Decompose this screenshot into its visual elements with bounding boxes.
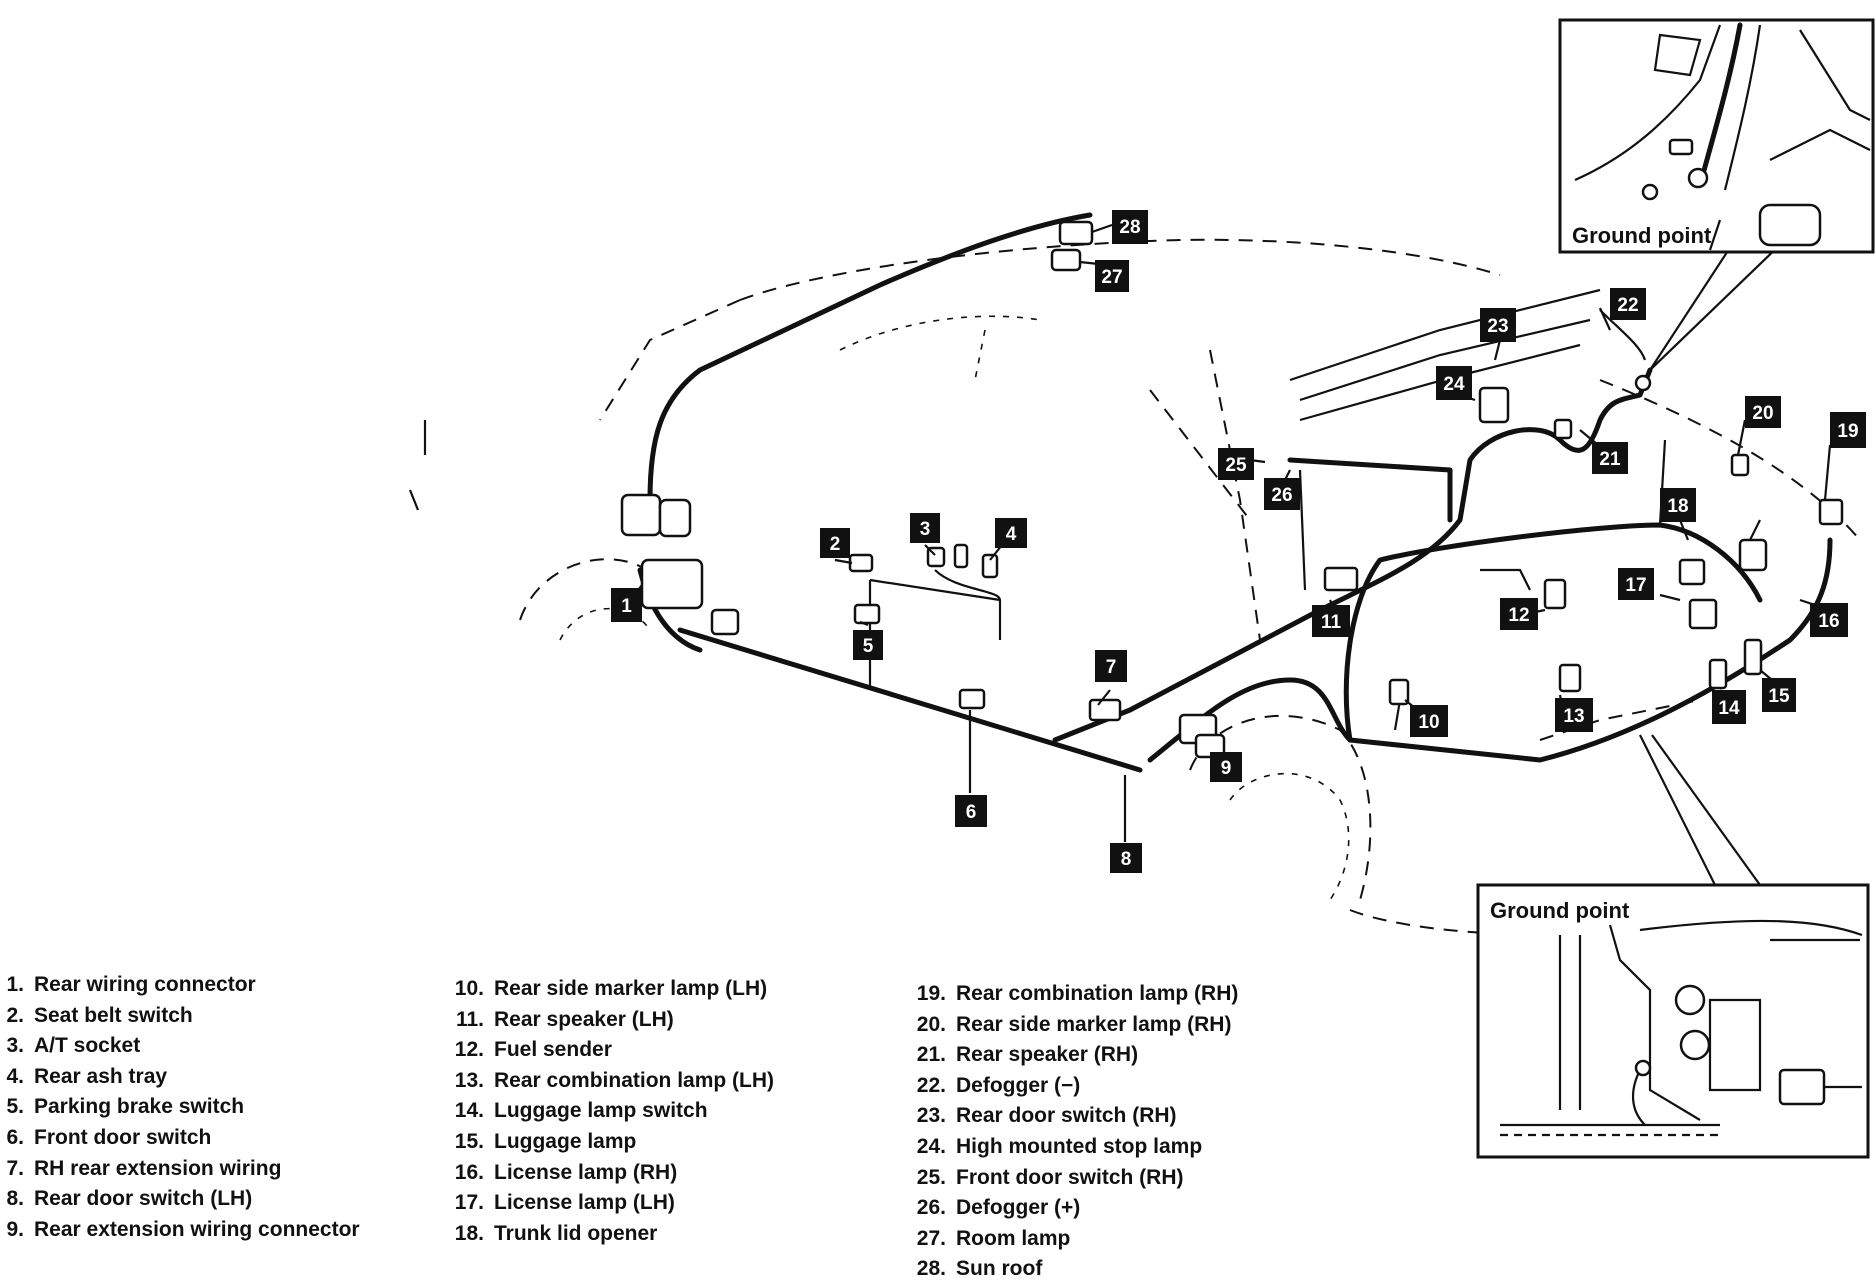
svg-text:23: 23 (1487, 316, 1508, 337)
callout-5: 5 (853, 630, 883, 660)
callout-23: 23 (1480, 308, 1516, 342)
callout-21: 21 (1592, 442, 1628, 474)
svg-text:7: 7 (1106, 657, 1117, 678)
legend-item: 9.Rear extension wiring connector (6, 1217, 360, 1241)
callout-2: 2 (820, 528, 850, 558)
callout-25: 25 (1218, 448, 1254, 480)
svg-text:28: 28 (1119, 217, 1140, 238)
callout-13: 13 (1555, 698, 1593, 732)
legend-item: 1.Rear wiring connector (6, 973, 256, 996)
callout-17: 17 (1618, 568, 1654, 600)
legend-item: 5.Parking brake switch (6, 1095, 245, 1119)
svg-text:16: 16 (1818, 611, 1839, 632)
legend-item: 8.Rear door switch (LH) (6, 1187, 253, 1211)
legend-item: 28.Sun roof (916, 1257, 1043, 1281)
legend-item: 22.Defogger (−) (916, 1073, 1081, 1097)
ground-point-label-top: Ground point (1572, 223, 1712, 248)
legend-item: 25.Front door switch (RH) (916, 1165, 1184, 1189)
legend-item: 10.Rear side marker lamp (LH) (454, 977, 768, 1000)
callout-19: 19 (1830, 412, 1866, 448)
svg-text:3: 3 (920, 519, 931, 540)
callout-1: 1 (611, 588, 642, 622)
callout-26: 26 (1264, 478, 1300, 510)
svg-text:22: 22 (1617, 295, 1638, 316)
legend-item: 11.Rear speaker (LH) (455, 1007, 674, 1031)
callout-4: 4 (995, 518, 1027, 548)
connectors (620, 220, 1844, 759)
callout-22: 22 (1610, 288, 1646, 320)
svg-text:8: 8 (1121, 849, 1132, 870)
callout-14: 14 (1712, 690, 1746, 724)
svg-text:24: 24 (1443, 374, 1465, 395)
svg-text:5: 5 (863, 636, 874, 657)
legend-column-1: 1.Rear wiring connector 2.Seat belt swit… (0, 970, 360, 1245)
callout-10: 10 (1410, 705, 1448, 737)
svg-text:19: 19 (1837, 421, 1858, 442)
callout-16: 16 (1810, 603, 1848, 637)
legend-item: 17.License lamp (LH) (454, 1191, 675, 1215)
svg-text:17: 17 (1625, 575, 1646, 596)
legend-item: 20.Rear side marker lamp (RH) (916, 1012, 1232, 1036)
callout-20: 20 (1745, 396, 1781, 428)
svg-text:11: 11 (1321, 612, 1342, 633)
legend-item: 7.RH rear extension wiring (6, 1156, 282, 1180)
ground-point-label-bottom: Ground point (1490, 898, 1630, 923)
svg-text:26: 26 (1271, 485, 1292, 506)
svg-text:18: 18 (1667, 496, 1688, 517)
svg-text:14: 14 (1718, 698, 1740, 719)
callout-24: 24 (1436, 366, 1472, 400)
svg-text:2: 2 (830, 534, 841, 555)
callout-6: 6 (955, 795, 987, 827)
callout-27: 27 (1095, 260, 1129, 292)
callout-9: 9 (1210, 752, 1242, 782)
legend-item: 2.Seat belt switch (6, 1003, 193, 1027)
legend-item: 21.Rear speaker (RH) (916, 1043, 1139, 1067)
ground-point-inset-bottom: Ground point (1476, 883, 1870, 1159)
callout-18: 18 (1660, 488, 1696, 522)
svg-text:12: 12 (1508, 605, 1529, 626)
legend-column-2: 10.Rear side marker lamp (LH) 11.Rear sp… (452, 974, 774, 1249)
svg-text:21: 21 (1599, 449, 1621, 470)
svg-text:25: 25 (1225, 455, 1247, 476)
svg-text:20: 20 (1752, 403, 1773, 424)
legend-item: 19.Rear combination lamp (RH) (916, 982, 1239, 1005)
legend-item: 27.Room lamp (916, 1226, 1071, 1250)
svg-text:15: 15 (1768, 686, 1790, 707)
callout-11: 11 (1312, 605, 1350, 637)
legend-item: 14.Luggage lamp switch (454, 1099, 708, 1123)
legend-item: 16.License lamp (RH) (454, 1160, 678, 1184)
svg-text:4: 4 (1006, 524, 1017, 545)
legend-item: 24.High mounted stop lamp (916, 1134, 1203, 1158)
ground-point-inset-top: Ground point (1558, 18, 1875, 254)
legend-item: 13.Rear combination lamp (LH) (454, 1068, 775, 1092)
legend-item: 3.A/T socket (6, 1034, 141, 1058)
legend-item: 26.Defogger (+) (916, 1196, 1081, 1220)
legend-item: 15.Luggage lamp (454, 1129, 637, 1153)
callout-12: 12 (1500, 598, 1538, 630)
legend-item: 23.Rear door switch (RH) (916, 1104, 1177, 1128)
svg-text:1: 1 (621, 596, 632, 617)
legend-item: 18.Trunk lid opener (454, 1221, 658, 1245)
svg-text:6: 6 (966, 802, 977, 823)
svg-text:9: 9 (1221, 758, 1232, 779)
callout-3: 3 (910, 513, 940, 543)
legend-item: 6.Front door switch (6, 1125, 212, 1149)
callout-15: 15 (1762, 678, 1796, 712)
inset-leaders (1639, 239, 1786, 896)
svg-text:27: 27 (1101, 267, 1122, 288)
legend-column-3: 19.Rear combination lamp (RH) 20.Rear si… (914, 979, 1239, 1285)
callout-8: 8 (1110, 843, 1142, 873)
legend-item: 12.Fuel sender (454, 1038, 612, 1062)
callout-28: 28 (1112, 210, 1148, 244)
callout-7: 7 (1095, 650, 1127, 682)
legend-item: 4.Rear ash tray (6, 1064, 168, 1088)
svg-text:10: 10 (1418, 712, 1439, 733)
wiring-harness (637, 212, 1833, 773)
svg-text:13: 13 (1563, 706, 1584, 727)
